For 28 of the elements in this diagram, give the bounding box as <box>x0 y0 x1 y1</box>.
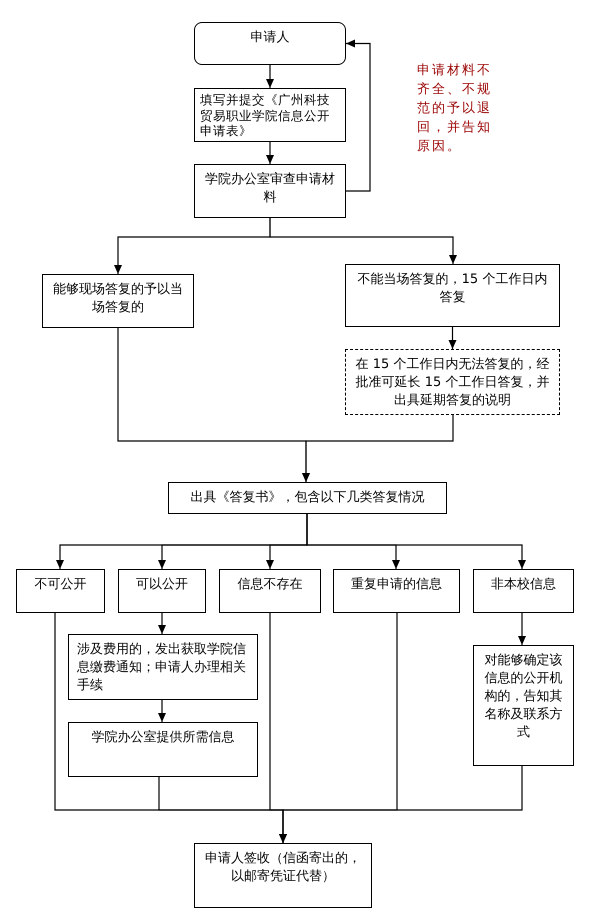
process-box: 不能当场答复的，15 个工作日内答复 <box>345 264 560 327</box>
process-box: 学院办公室审查申请材料 <box>194 164 346 218</box>
arrow <box>158 700 166 722</box>
process-box: 重复申请的信息 <box>333 569 460 613</box>
arrow <box>266 142 274 164</box>
process-box: 对能够确定该信息的公开机构的，告知其名称及联系方式 <box>473 645 574 766</box>
process-box: 非本校信息 <box>473 569 574 613</box>
process-box: 可以公开 <box>118 569 206 613</box>
arrow <box>269 218 457 264</box>
process-box: 出具《答复书》，包含以下几类答复情况 <box>168 482 447 514</box>
process-box: 涉及费用的，发出获取学院信息缴费通知；申请人办理相关手续 <box>68 634 258 700</box>
arrow <box>448 327 456 349</box>
arrow <box>302 415 454 482</box>
arrow <box>306 514 526 569</box>
arrow <box>266 65 274 88</box>
arrow <box>158 613 166 634</box>
process-box: 信息不存在 <box>219 569 321 613</box>
start-box: 申请人 <box>194 22 346 65</box>
process-box: 能够现场答复的予以当场答复的 <box>42 274 194 328</box>
process-box: 填写并提交《广州科技贸易职业学院信息公开申请表》 <box>194 88 346 142</box>
arrow <box>346 40 371 192</box>
process-box: 学院办公室提供所需信息 <box>68 722 258 777</box>
arrow <box>279 766 523 843</box>
process-box: 不可公开 <box>16 569 105 613</box>
optional-step-box: 在 15 个工作日内无法答复的，经批准可延长 15 个工作日答复，并出具延期答复的说明 <box>345 349 560 415</box>
edge-label: 申请材料不齐全、不规范的予以退回，并告知原因。 <box>417 62 493 156</box>
process-box: 申请人签收（信函寄出的，以邮寄凭证代替） <box>194 843 372 908</box>
arrow <box>518 613 526 645</box>
